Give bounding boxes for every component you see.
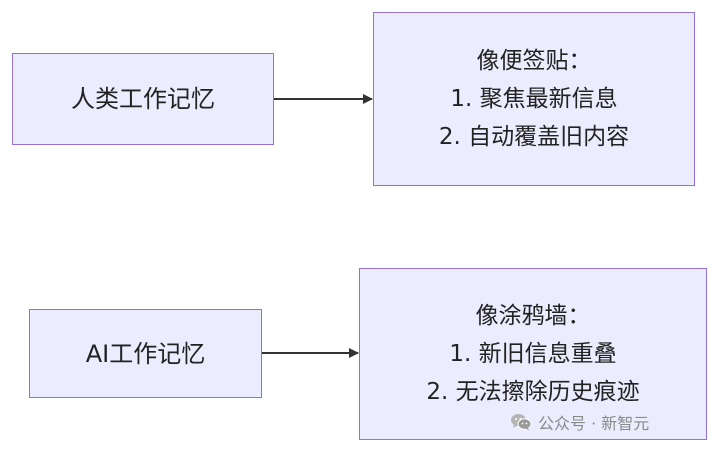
human-working-memory-label: 人类工作记忆: [71, 85, 215, 113]
human-memory-description-node: 像便签贴： 1. 聚焦最新信息 2. 自动覆盖旧内容: [373, 12, 695, 186]
wechat-icon: [511, 414, 532, 431]
ai-working-memory-label: AI工作记忆: [85, 339, 206, 368]
ai-description-heading: 像涂鸦墙：: [475, 303, 591, 329]
ai-working-memory-node: AI工作记忆: [29, 309, 262, 398]
watermark-text: 公众号 · 新智元: [538, 414, 650, 433]
human-description-point-1: 1. 聚焦最新信息: [450, 86, 618, 112]
ai-description-point-1: 1. 新旧信息重叠: [449, 341, 617, 367]
human-description-heading: 像便签贴：: [476, 48, 592, 74]
watermark: 公众号 · 新智元: [510, 410, 649, 434]
ai-memory-description-node: 像涂鸦墙： 1. 新旧信息重叠 2. 无法擦除历史痕迹: [359, 268, 707, 440]
human-description-point-2: 2. 自动覆盖旧内容: [438, 124, 630, 150]
human-working-memory-node: 人类工作记忆: [12, 53, 274, 145]
ai-description-point-2: 2. 无法擦除历史痕迹: [426, 379, 640, 405]
